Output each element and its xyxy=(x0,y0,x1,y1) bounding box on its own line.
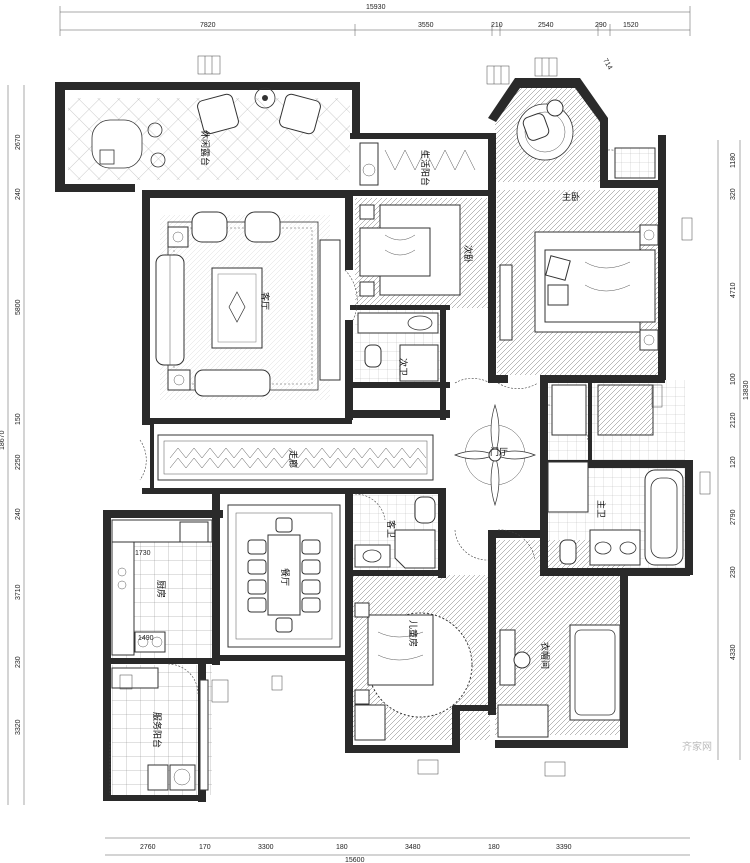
third-bedroom-label: 儿童房 xyxy=(407,620,419,647)
right-dim-5: 2120 xyxy=(730,412,737,428)
bottom-dim-3: 3300 xyxy=(258,844,274,851)
left-dim-8: 230 xyxy=(15,656,22,668)
guest-bath-label: 客卫 xyxy=(385,520,397,538)
foyer-label: 门厅 xyxy=(490,446,508,458)
top-dim-4: 2540 xyxy=(538,22,554,29)
top-dim-5: 290 xyxy=(595,22,607,29)
right-dim-9: 4330 xyxy=(730,644,737,660)
second-bath-fixtures xyxy=(357,312,439,382)
laundry-balcony-fixtures xyxy=(359,142,476,186)
left-dim-9: 3320 xyxy=(15,719,22,735)
left-dim-5: 2250 xyxy=(15,454,22,470)
bottom-dim-7: 3390 xyxy=(556,844,572,851)
living-room-label: 客厅 xyxy=(259,292,271,310)
right-dim-2: 320 xyxy=(730,188,737,200)
top-dim-6: 1520 xyxy=(623,22,639,29)
right-dim-8: 230 xyxy=(730,566,737,578)
service-balcony-fixtures xyxy=(111,667,209,791)
watermark: 齐家网 xyxy=(682,740,712,753)
dining-furniture xyxy=(227,504,341,648)
walls xyxy=(55,78,693,802)
guest-bath-fixtures xyxy=(354,496,436,569)
kitchen-label: 厨房 xyxy=(155,580,167,598)
second-bedroom-label: 次卧 xyxy=(462,245,474,263)
right-dim-4: 100 xyxy=(730,373,737,385)
living-room-furniture xyxy=(155,211,341,397)
laundry-balcony-label: 生活阳台 xyxy=(419,150,431,186)
second-bedroom-furniture xyxy=(359,204,461,297)
left-dimension: 18670 2670 240 5800 150 2250 240 3710 23… xyxy=(0,85,25,805)
top-total-dim: 15930 xyxy=(366,4,386,11)
bottom-total-dim: 15600 xyxy=(345,857,365,863)
right-dim-6: 120 xyxy=(730,456,737,468)
service-balcony-label: 服务阳台 xyxy=(151,712,163,748)
right-dimension: 13830 1180 320 4710 100 2120 120 2790 23… xyxy=(717,140,750,760)
master-bedroom-label: 主卧 xyxy=(562,191,580,203)
top-dim-1: 7820 xyxy=(200,22,216,29)
dining-room-label: 餐厅 xyxy=(279,568,291,586)
left-dim-3: 5800 xyxy=(15,299,22,315)
bottom-dim-4: 180 xyxy=(336,844,348,851)
master-bath-label: 主卫 xyxy=(595,500,607,518)
third-bedroom-furniture xyxy=(354,602,473,741)
left-dim-4: 150 xyxy=(15,413,22,425)
study-furniture xyxy=(497,624,621,738)
top-dim-2: 3550 xyxy=(418,22,434,29)
study-label: 衣帽间 xyxy=(539,642,551,669)
garden-balcony-furniture xyxy=(91,87,321,169)
hallway-label: 走廊 xyxy=(287,450,299,468)
left-dim-2: 240 xyxy=(15,188,22,200)
bottom-dim-1: 2760 xyxy=(140,844,156,851)
bottom-dim-6: 180 xyxy=(488,844,500,851)
bottom-dimension: 2760 170 3300 180 3480 180 3390 15600 xyxy=(105,837,690,863)
bay-dim: 714 xyxy=(601,58,613,72)
top-dimension: 15930 7820 3550 210 2540 290 1520 714 xyxy=(59,4,691,72)
right-dim-7: 2790 xyxy=(730,509,737,525)
left-total-dim: 18670 xyxy=(0,430,6,450)
kitchen-width-dim: 1730 xyxy=(135,550,151,557)
top-dim-3: 210 xyxy=(491,22,503,29)
second-bath-label: 次卫 xyxy=(397,358,409,376)
left-dim-6: 240 xyxy=(15,508,22,520)
right-total-dim: 13830 xyxy=(743,380,750,400)
right-dim-1: 1180 xyxy=(730,153,737,168)
kitchen-small-dim: 1490 xyxy=(138,635,154,642)
left-dim-1: 2670 xyxy=(15,134,22,150)
elevation-markers xyxy=(119,55,711,777)
left-dim-7: 3710 xyxy=(15,584,22,600)
garden-balcony-label: 休闲露台 xyxy=(199,130,211,166)
bottom-dim-5: 3480 xyxy=(405,844,421,851)
master-bedroom-furniture xyxy=(499,99,659,351)
hallway-rug xyxy=(157,434,434,481)
room-labels: 休闲露台 客厅 生活阳台 次卧 次卫 主卧 走廊 门厅 主卫 餐厅 厨房 客卫 … xyxy=(151,130,607,748)
bottom-dim-2: 170 xyxy=(199,844,211,851)
kitchen-fixtures: 1730 1490 xyxy=(111,519,213,656)
foyer-medallion xyxy=(454,403,536,507)
right-dim-3: 4710 xyxy=(730,282,737,298)
master-bath-fixtures xyxy=(547,384,684,566)
